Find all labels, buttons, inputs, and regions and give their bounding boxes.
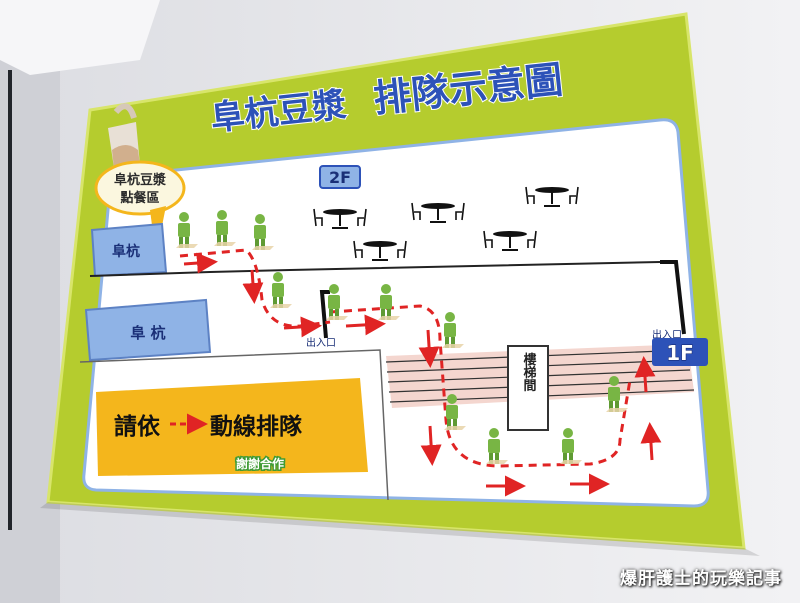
- title-part1: 阜杭豆漿: [209, 85, 348, 139]
- arrow-icon: [283, 316, 322, 338]
- watermark-text: 爆肝護士的玩樂記事: [620, 569, 782, 589]
- arrow-icon: [640, 422, 662, 461]
- bubble-line1: 阜杭豆漿: [114, 172, 167, 188]
- arrow-icon: [242, 269, 264, 304]
- arrow-icon: [345, 314, 386, 336]
- notice-part2: 動線排隊: [210, 413, 303, 440]
- arrow-icon: [420, 425, 442, 466]
- counter-2: 阜 杭: [84, 298, 212, 362]
- floor-2f-label: 2F: [319, 165, 361, 189]
- exit-right-label: 出入口: [652, 328, 682, 341]
- floor-2f-text: 2F: [329, 168, 351, 187]
- floor-1f-text: 1F: [666, 341, 694, 365]
- notice-part1: 請依: [114, 413, 161, 440]
- exit-left-label: 出入口: [306, 336, 336, 349]
- stairs-text: 樓梯間: [521, 352, 537, 393]
- arrow-icon: [634, 356, 656, 393]
- bubble-line2: 點餐區: [120, 190, 159, 206]
- ceiling-light-area: [0, 0, 160, 75]
- counter-1-text: 阜杭: [112, 243, 140, 260]
- counter-1: 阜杭: [90, 222, 168, 278]
- notice-box: 請依 動線排隊 謝謝合作: [96, 378, 368, 476]
- floor-1f-label: 1F: [652, 338, 708, 366]
- arrow-icon: [418, 329, 440, 368]
- poster-shadow: [40, 502, 760, 556]
- queue-arrows: [183, 252, 662, 497]
- plan-walls: [79, 260, 686, 501]
- arrow-icon: [183, 252, 218, 274]
- thanks-text: 謝謝合作: [236, 456, 284, 471]
- counter-2-text: 阜 杭: [130, 324, 165, 342]
